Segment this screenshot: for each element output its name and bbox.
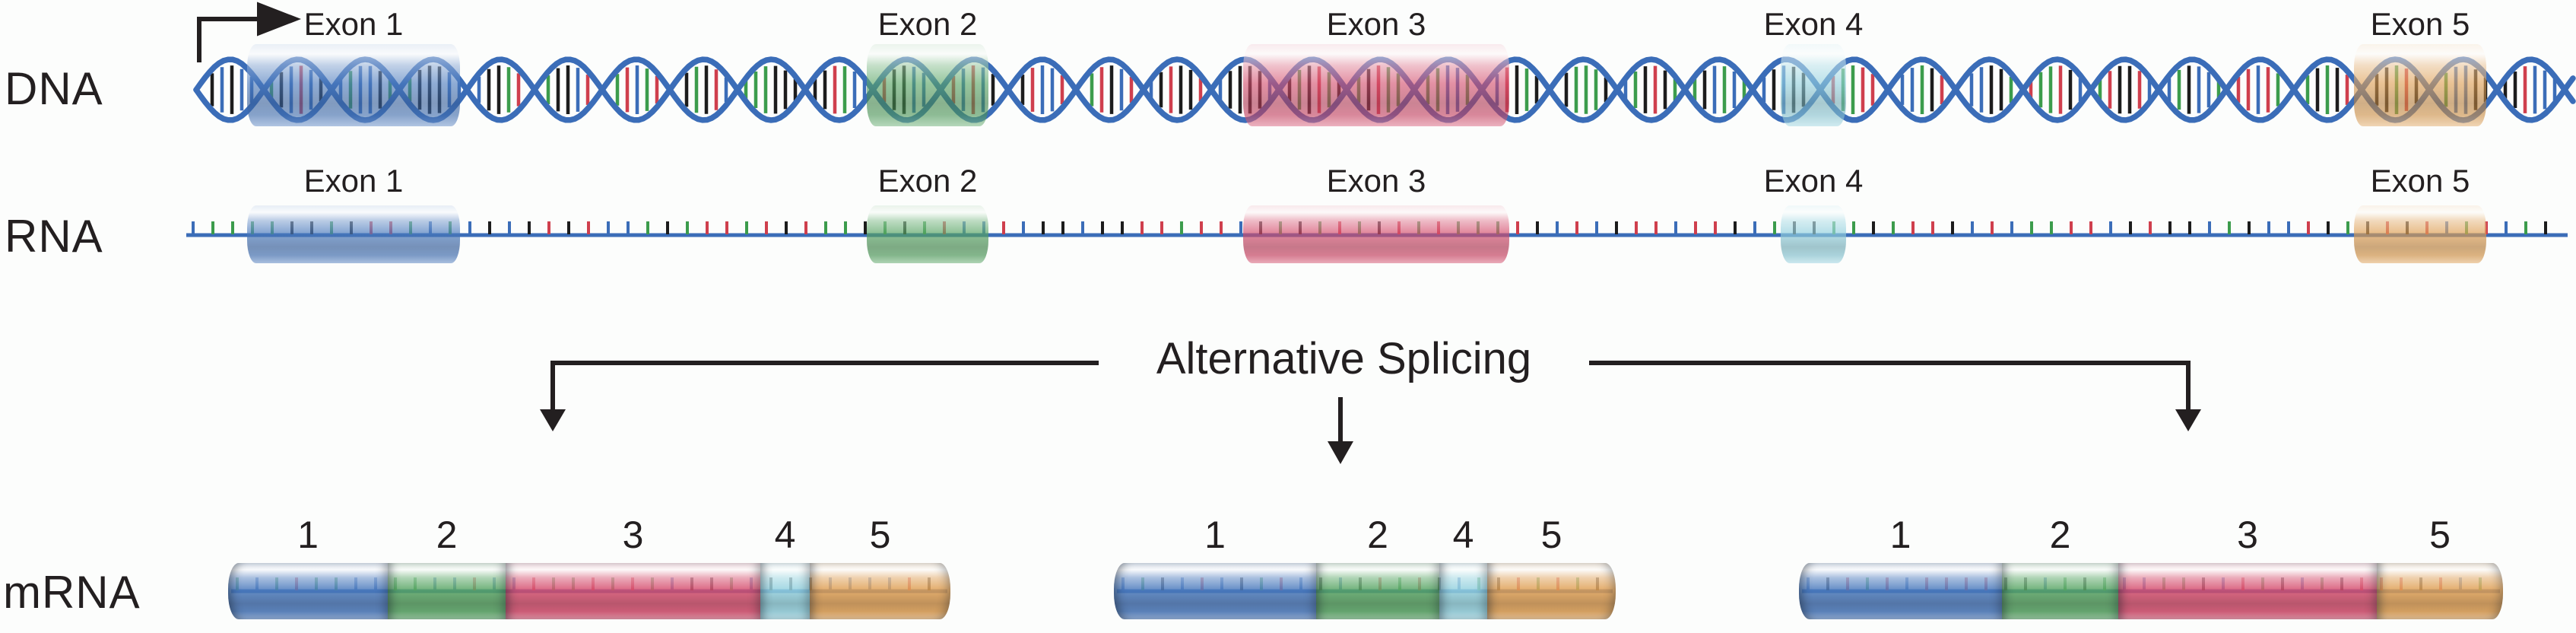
rna-exon-5-highlight (2354, 205, 2486, 263)
splice-arrow-left-icon (540, 361, 1099, 431)
mrna-variant-2-segment-2-number: 2 (1367, 514, 1388, 556)
dna-exon-2-highlight (867, 44, 988, 126)
dna-exon-2-label: Exon 2 (877, 6, 978, 42)
mrna-variant-1-segment-1-number: 1 (297, 514, 319, 556)
alternative-splicing-label: Alternative Splicing (1156, 334, 1532, 383)
mrna-variant-1-segment-4 (760, 563, 810, 619)
rna-exon-3-label: Exon 3 (1326, 163, 1426, 199)
mrna-variant-2-segment-5 (1487, 563, 1616, 619)
mrna-variant-3-segment-1-number: 1 (1889, 514, 1911, 556)
mrna-variant-1-segment-3 (506, 563, 760, 619)
dna-exon-5-label: Exon 5 (2370, 6, 2470, 42)
mrna-variant-1-segment-1 (228, 563, 388, 619)
rna-exon-4-highlight (1781, 205, 1846, 263)
mrna-variant-2-segment-2 (1316, 563, 1439, 619)
rna-exon-2-highlight (867, 205, 988, 263)
rna-exon-4-label: Exon 4 (1763, 163, 1864, 199)
mrna-variant-2-segment-1 (1114, 563, 1316, 619)
mrna-variant-3-segment-3 (2118, 563, 2377, 619)
rna-exon-3-highlight (1243, 205, 1509, 263)
rna-exon-2-label: Exon 2 (877, 163, 978, 199)
rna-exon-1-highlight (247, 205, 460, 263)
dna-exon-3-highlight (1243, 44, 1509, 126)
splicing-bracket (540, 361, 2201, 464)
mrna-variant-3-segment-2-number: 2 (2049, 514, 2071, 556)
mrna-variant-2-segment-5-number: 5 (1540, 514, 1562, 556)
rna-exon-1-label: Exon 1 (303, 163, 404, 199)
mrna-variant-1-segment-2 (388, 563, 506, 619)
mrna-variant-2-segment-4 (1439, 563, 1487, 619)
dna-row-label: DNA (5, 63, 103, 114)
mrna-variant-3-segment-3-number: 3 (2237, 514, 2258, 556)
transcription-start-arrow-icon (197, 2, 301, 62)
mrna-variant-1-segment-2-number: 2 (436, 514, 458, 556)
splice-arrow-center-icon (1328, 397, 1353, 464)
splice-arrow-right-icon (1589, 361, 2201, 431)
mrna-variant-3-segment-2 (2002, 563, 2118, 619)
mrna-variant-1-segment-5 (810, 563, 950, 619)
rna-exon-5-label: Exon 5 (2370, 163, 2470, 199)
dna-exon-1-highlight (247, 44, 460, 126)
rna-row-label: RNA (5, 211, 103, 262)
mrna-variant-2-segment-1-number: 1 (1204, 514, 1226, 556)
mrna-variant-3-segment-5 (2377, 563, 2503, 619)
mrna-variant-1-segment-3-number: 3 (622, 514, 644, 556)
dna-exon-1-label: Exon 1 (303, 6, 404, 42)
mrna-row-label: mRNA (3, 567, 141, 618)
mrna-variant-1-segment-5-number: 5 (869, 514, 891, 556)
mrna-variant-1-segment-4-number: 4 (774, 514, 796, 556)
dna-exon-5-highlight (2354, 44, 2486, 126)
mrna-variant-2-segment-4-number: 4 (1452, 514, 1474, 556)
dna-exon-4-label: Exon 4 (1763, 6, 1864, 42)
dna-exon-3-label: Exon 3 (1326, 6, 1426, 42)
mrna-variant-3-segment-1 (1799, 563, 2002, 619)
mrna-variant-3-segment-5-number: 5 (2429, 514, 2451, 556)
dna-exon-4-highlight (1781, 44, 1846, 126)
